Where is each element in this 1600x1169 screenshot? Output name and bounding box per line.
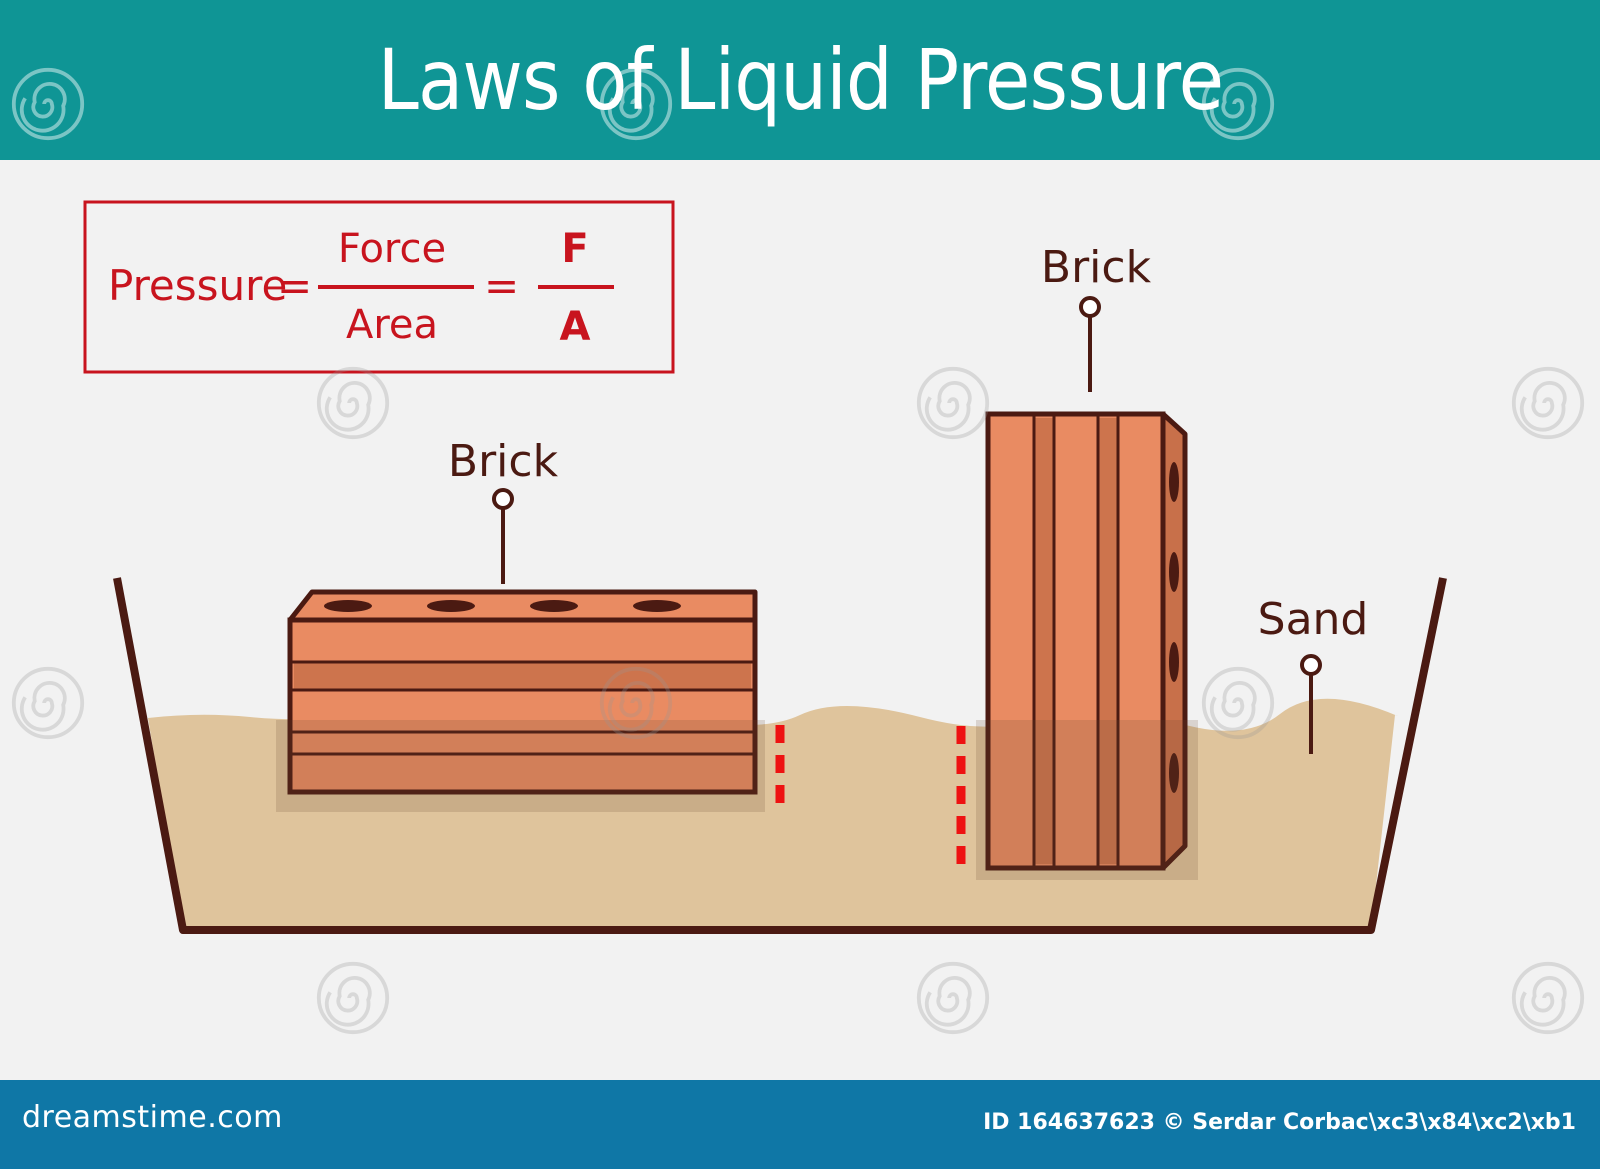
brick-upright — [976, 414, 1198, 880]
diagram: Pressure = Force Area = F A — [0, 160, 1600, 1080]
brick-flat-hole-3 — [530, 600, 578, 612]
formula-numerator: Force — [338, 226, 446, 272]
label-pin-icon — [1081, 298, 1099, 316]
footer-logo: dreamstime.com — [22, 1100, 283, 1135]
title-bar: Laws of Liquid Pressure — [0, 0, 1600, 160]
label-brick-flat: Brick — [448, 436, 559, 584]
label-sand-text: Sand — [1258, 594, 1369, 645]
formula-symbol-numerator: F — [561, 226, 588, 272]
formula-equals-1: = — [277, 261, 312, 310]
footer-credit: ID 164637623 © Serdar Corbac\xc3\x84\xc2… — [983, 1110, 1576, 1135]
label-brick-flat-text: Brick — [448, 436, 559, 487]
formula-denominator: Area — [346, 302, 438, 348]
formula-symbol-denominator: A — [560, 304, 591, 350]
brick-flat-hole-4 — [633, 600, 681, 612]
formula-lhs: Pressure — [108, 261, 287, 310]
brick-flat-hole-2 — [427, 600, 475, 612]
label-pin-icon — [1302, 656, 1320, 674]
label-brick-upright-text: Brick — [1041, 242, 1152, 293]
brick-upright-hole-3 — [1169, 642, 1179, 682]
brick-flat-hole-1 — [324, 600, 372, 612]
brick-flat — [276, 592, 765, 812]
label-pin-icon — [494, 490, 512, 508]
brick-upright-hole-2 — [1169, 552, 1179, 592]
brick-upright-sunk-shade — [976, 720, 1198, 880]
formula-equals-2: = — [484, 261, 519, 310]
formula-box: Pressure = Force Area = F A — [85, 202, 673, 372]
footer-bar: dreamstime.com ID 164637623 © Serdar Cor… — [0, 1080, 1600, 1169]
page-title: Laws of Liquid Pressure — [377, 31, 1223, 129]
brick-flat-stripe — [294, 662, 751, 690]
brick-upright-hole-1 — [1169, 462, 1179, 502]
brick-flat-sunk-shade — [276, 720, 765, 812]
label-brick-upright: Brick — [1041, 242, 1152, 392]
